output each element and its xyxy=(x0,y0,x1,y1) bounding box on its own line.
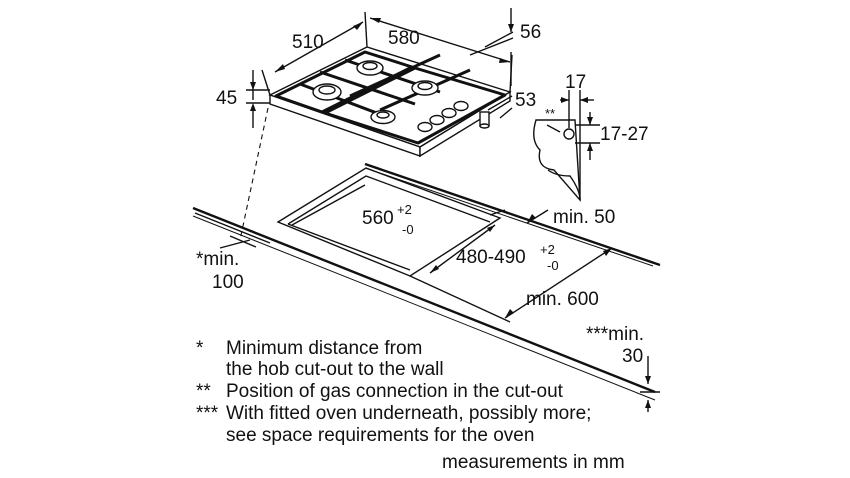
dim-width-510: 510 xyxy=(292,32,324,53)
connection-detail xyxy=(533,90,600,203)
dim-cutout-depth-value: 480-490 xyxy=(456,247,526,268)
dim-cutout-width-tol-top: +2 xyxy=(397,202,412,217)
dim-depth-580: 580 xyxy=(388,28,420,49)
dim-height-45: 45 xyxy=(216,88,237,109)
note-1-marker: * xyxy=(196,338,204,359)
dim-cutout-depth-tol-top: +2 xyxy=(540,242,555,257)
dim-min-50: min. 50 xyxy=(553,207,615,228)
burner-back-right xyxy=(411,80,439,96)
note-2-line-1: Position of gas connection in the cut-ou… xyxy=(226,381,563,402)
dim-min-600: min. 600 xyxy=(526,289,599,310)
dim-connection-17-27: 17-27 xyxy=(600,124,649,145)
dim-side-53: 53 xyxy=(515,90,536,111)
dim-connection-marker: ** xyxy=(545,106,555,121)
note-3-line-1: With fitted oven underneath, possibly mo… xyxy=(226,403,592,424)
dim-min-100-value: 100 xyxy=(212,272,244,293)
dim-cutout-depth-tol-bottom: -0 xyxy=(547,258,559,273)
burner-back-left xyxy=(356,60,384,76)
gas-connection-point xyxy=(563,128,575,140)
dim-cutout-depth: 480-490 +2 -0 xyxy=(456,242,559,273)
worktop-front-edge xyxy=(192,206,656,394)
dim-gap-56: 56 xyxy=(520,22,541,43)
cutout xyxy=(276,167,502,277)
note-1-line-1: Minimum distance from xyxy=(226,338,423,359)
control-knobs xyxy=(417,100,469,133)
burner-front-right xyxy=(370,109,396,125)
dim-min-30-label: ***min. xyxy=(586,324,644,345)
gas-connection-stub xyxy=(479,111,490,129)
hob xyxy=(246,8,514,158)
dim-cutout-width-tol-bottom: -0 xyxy=(402,222,414,237)
dim-min-100-label: *min. xyxy=(196,249,239,270)
note-1-line-2: the hob cut-out to the wall xyxy=(226,359,444,380)
note-3-line-2: see space requirements for the oven xyxy=(226,425,535,446)
worktop xyxy=(192,162,661,412)
dim-connection-17: 17 xyxy=(565,72,586,93)
dim-cutout-width-value: 560 xyxy=(362,208,394,229)
dim-cutout-width: 560 +2 -0 xyxy=(362,202,414,237)
units-label: measurements in mm xyxy=(442,452,625,473)
note-3-marker: *** xyxy=(196,403,219,424)
pan-support-right xyxy=(323,66,507,145)
hob-projection-line xyxy=(239,107,269,241)
note-2-marker: ** xyxy=(196,381,211,402)
dim-min-30-value: 30 xyxy=(622,346,643,367)
connection-profile xyxy=(533,119,581,203)
burner-front-left xyxy=(312,83,342,101)
